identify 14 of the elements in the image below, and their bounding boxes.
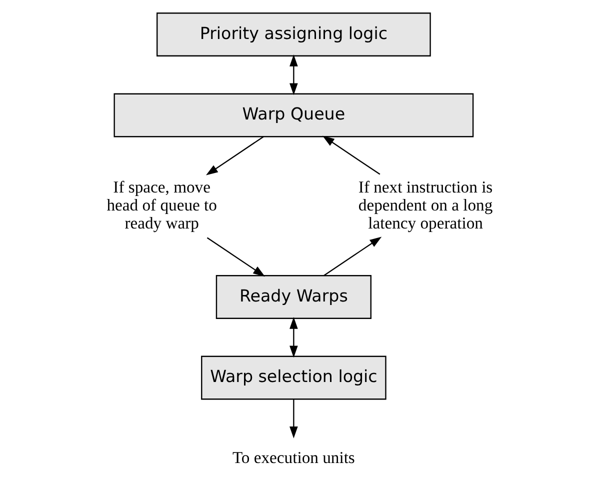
arrow [322,136,380,175]
arrow [205,136,264,176]
node-box: Priority assigning logic [156,12,430,56]
arrow [322,236,382,276]
arrow [289,400,298,438]
arrow [289,316,298,358]
node-box: Warp Queue [113,93,474,138]
arrow [289,54,298,96]
node-text: To execution units [232,448,354,467]
node-text: If space, move head of queue to ready warp [106,178,216,232]
node-box: Ready Warps [215,275,371,319]
node-text: If next instruction is dependent on a long latency operation [358,178,492,232]
arrow [206,237,265,277]
node-box: Warp selection logic [200,356,386,400]
